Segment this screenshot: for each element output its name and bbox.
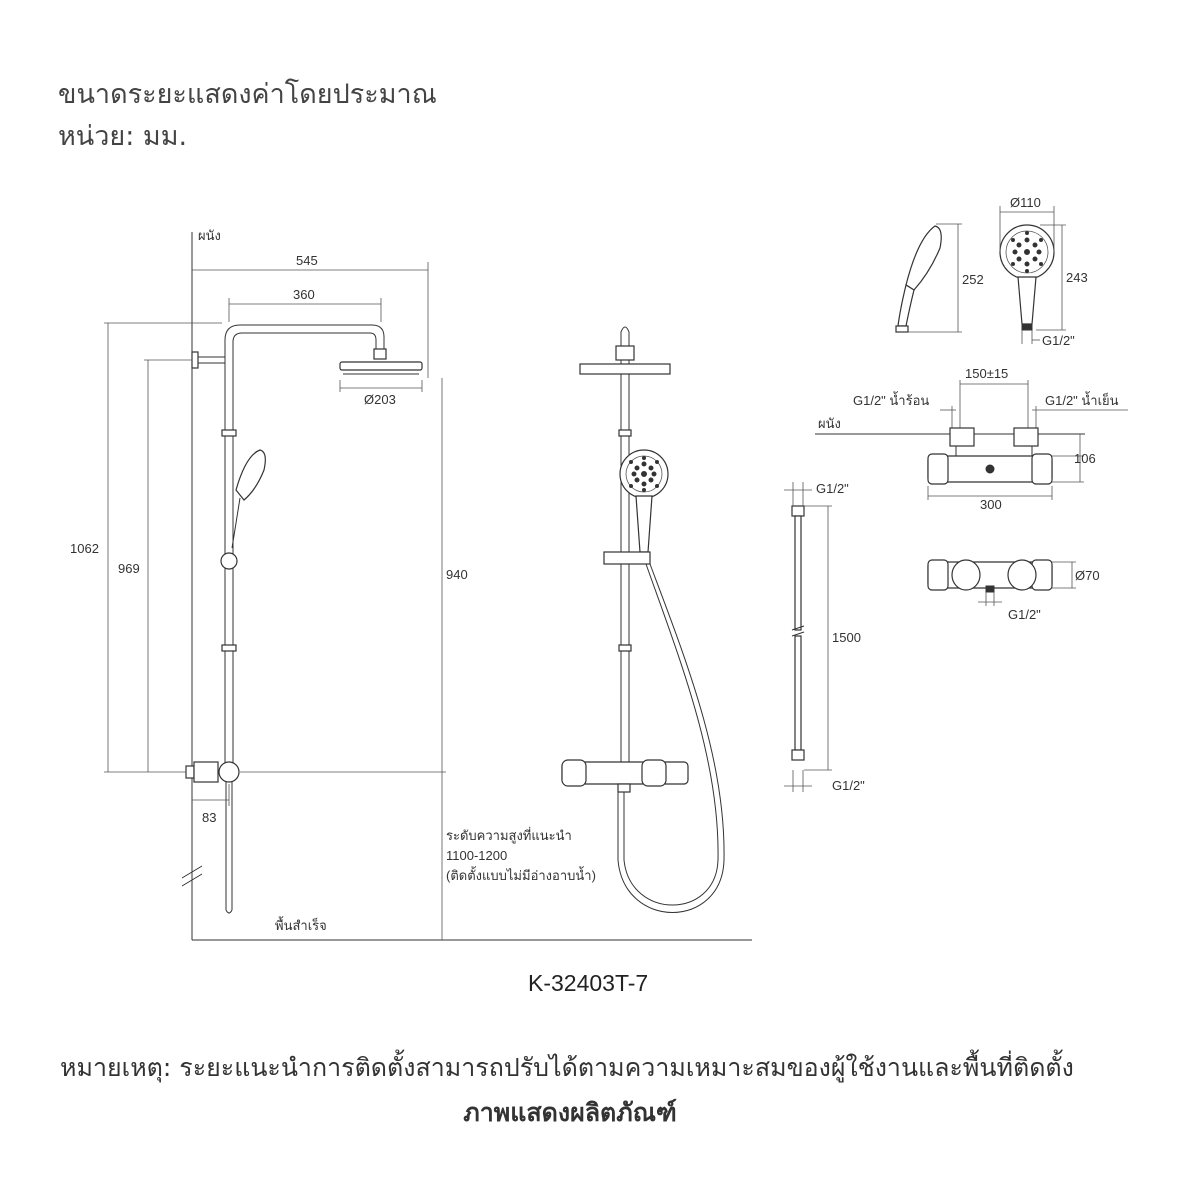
- mixer-outlet: [617, 783, 631, 793]
- side-view: ผนัง พื้นสำเร็จ 545 360: [70, 228, 752, 941]
- hose-bottom-connection: G1/2": [832, 778, 865, 793]
- mixer-wall-connector: [185, 765, 195, 779]
- riser-front: [620, 326, 630, 790]
- head-connector: [373, 348, 387, 360]
- height-note-line1: ระดับความสูงที่แนะนำ: [446, 827, 572, 844]
- hand-shower-side: [235, 449, 266, 501]
- spray-nozzles-detail: [1011, 231, 1043, 273]
- hot-water-label: G1/2" น้ำร้อน: [853, 391, 929, 408]
- pipe-joint: [221, 429, 237, 437]
- hand-shower-handle: [231, 497, 241, 549]
- dim-110: Ø110: [1010, 195, 1041, 210]
- hose-end: [225, 909, 233, 914]
- dim-252: 252: [962, 272, 984, 287]
- height-note-line3: (ติดตั้งแบบไม่มีอ่างอาบน้ำ): [446, 866, 596, 883]
- hose-nut-bottom: [791, 749, 805, 761]
- floor-label: พื้นสำเร็จ: [275, 916, 327, 933]
- hose-length: 1500: [832, 630, 861, 645]
- hand-shower-detail: 252 Ø110 243 G1/2": [895, 195, 1088, 348]
- dim-360: 360: [293, 287, 315, 302]
- hose-body-lower: [794, 635, 802, 751]
- header-unit: หน่วย: มม.: [58, 121, 188, 152]
- hose-loop-outer: [617, 563, 725, 913]
- inlet-cold: [1013, 427, 1039, 447]
- front-view: [561, 326, 725, 913]
- dim-150: 150±15: [965, 366, 1008, 381]
- spray-nozzles: [629, 456, 659, 492]
- hand-shower-front-handle: [1017, 276, 1037, 325]
- hand-shower-connection: G1/2": [1042, 333, 1075, 348]
- dim-243: 243: [1066, 270, 1088, 285]
- hose-break: [791, 625, 805, 631]
- mixer-detail: 150±15 G1/2" น้ำร้อน G1/2" น้ำเย็น ผนัง …: [815, 366, 1128, 622]
- dim-300: 300: [980, 497, 1002, 512]
- mixer-handle-top-right: [1031, 453, 1053, 485]
- wall-label: ผนัง: [198, 228, 221, 243]
- hose-detail: G1/2" 1500 G1/2": [784, 481, 865, 793]
- mixer-outlet-bottom: [985, 585, 995, 593]
- dim-70: Ø70: [1075, 568, 1100, 583]
- mixer-handle-right: [641, 759, 667, 787]
- header-approx-dimensions: ขนาดระยะแสดงค่าโดยประมาณ: [58, 79, 437, 110]
- hose-top-connection: G1/2": [816, 481, 849, 496]
- installation-note: หมายเหตุ: ระยะแนะนำการติดตั้งสามารถปรับไ…: [60, 1053, 1074, 1082]
- mixer-outlet-label: G1/2": [1008, 607, 1041, 622]
- mixer-cartridge-left: [951, 559, 981, 591]
- cold-water-label: G1/2" น้ำเย็น: [1045, 391, 1119, 408]
- mixer-handle-left: [561, 759, 587, 787]
- mixer-wall-label: ผนัง: [818, 416, 841, 431]
- riser-pipe-inner: [232, 332, 377, 765]
- hose-break: [791, 631, 805, 637]
- mixer-handle-top-left: [927, 453, 949, 485]
- slider-holder-front: [603, 551, 651, 565]
- head-shower-front: [579, 363, 671, 375]
- break-mark: [181, 873, 203, 887]
- pipe-joint: [618, 429, 632, 437]
- hose-loop: [623, 563, 719, 906]
- break-mark: [181, 865, 203, 879]
- dim-203: Ø203: [364, 392, 396, 407]
- slider-holder: [220, 552, 238, 570]
- riser-pipe-outer: [224, 324, 385, 765]
- pipe-joint: [618, 644, 632, 652]
- handle-end: [895, 325, 909, 333]
- dim-969: 969: [118, 561, 140, 576]
- dim-106: 106: [1074, 451, 1096, 466]
- head-connector-front: [615, 345, 635, 361]
- hand-shower-side-detail: [905, 225, 942, 291]
- dim-545: 545: [296, 253, 318, 268]
- dim-940: 940: [446, 567, 468, 582]
- product-caption: ภาพแสดงผลิตภัณฑ์: [463, 1098, 677, 1127]
- model-number: K-32403T-7: [528, 970, 649, 996]
- wall-bracket: [191, 351, 199, 369]
- mixer-body-side: [193, 761, 219, 783]
- hand-shower-handle-front: [635, 495, 653, 553]
- mixer-outlet-top: [985, 464, 995, 474]
- inlet-hot: [949, 427, 975, 447]
- mixer-cartridge-right: [1007, 559, 1037, 591]
- pipe-joint: [221, 644, 237, 652]
- mixer-handle-side: [218, 761, 240, 783]
- mixer-handle-bottom-left: [927, 559, 949, 591]
- head-shower-side: [339, 361, 423, 371]
- hose-body-upper: [794, 515, 802, 631]
- handle-end-front: [1021, 323, 1033, 331]
- dim-1062: 1062: [70, 541, 99, 556]
- hand-shower-handle-detail: [897, 284, 915, 327]
- dim-83: 83: [202, 810, 216, 825]
- height-note-line2: 1100-1200: [446, 848, 507, 863]
- hose-nut-top: [791, 505, 805, 517]
